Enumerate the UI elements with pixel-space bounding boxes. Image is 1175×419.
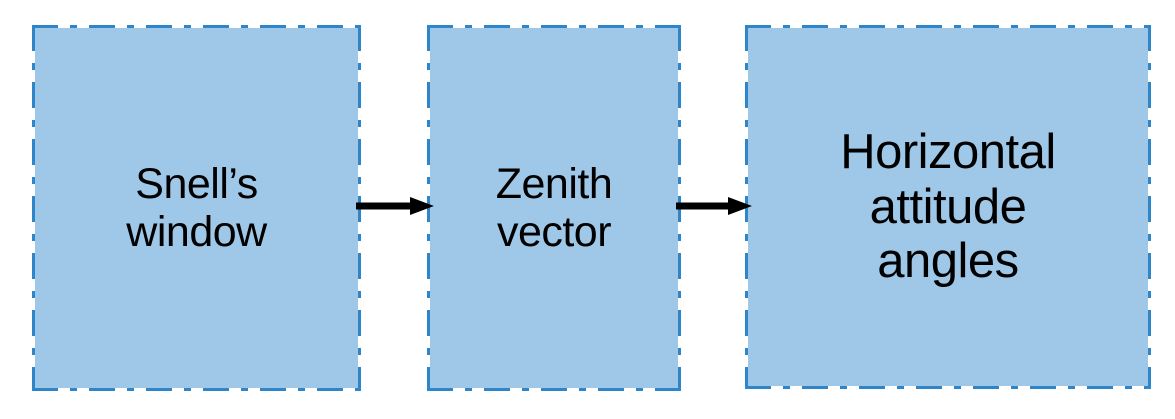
flow-node-zenith-vector[interactable]: Zenith vector xyxy=(427,25,681,391)
flow-node-attitude-angles[interactable]: Horizontal attitude angles xyxy=(745,25,1151,389)
flow-arrow-snells-window-to-zenith-vector xyxy=(356,195,434,217)
arrow-right-icon xyxy=(356,197,434,215)
flow-arrow-zenith-vector-to-attitude-angles xyxy=(676,195,752,217)
flow-node-label: Zenith vector xyxy=(495,159,613,256)
flow-node-label: Snell’s window xyxy=(126,159,267,256)
arrow-right-icon xyxy=(676,197,752,215)
flow-node-label: Horizontal attitude angles xyxy=(840,124,1056,289)
flow-node-snells-window[interactable]: Snell’s window xyxy=(32,25,361,391)
